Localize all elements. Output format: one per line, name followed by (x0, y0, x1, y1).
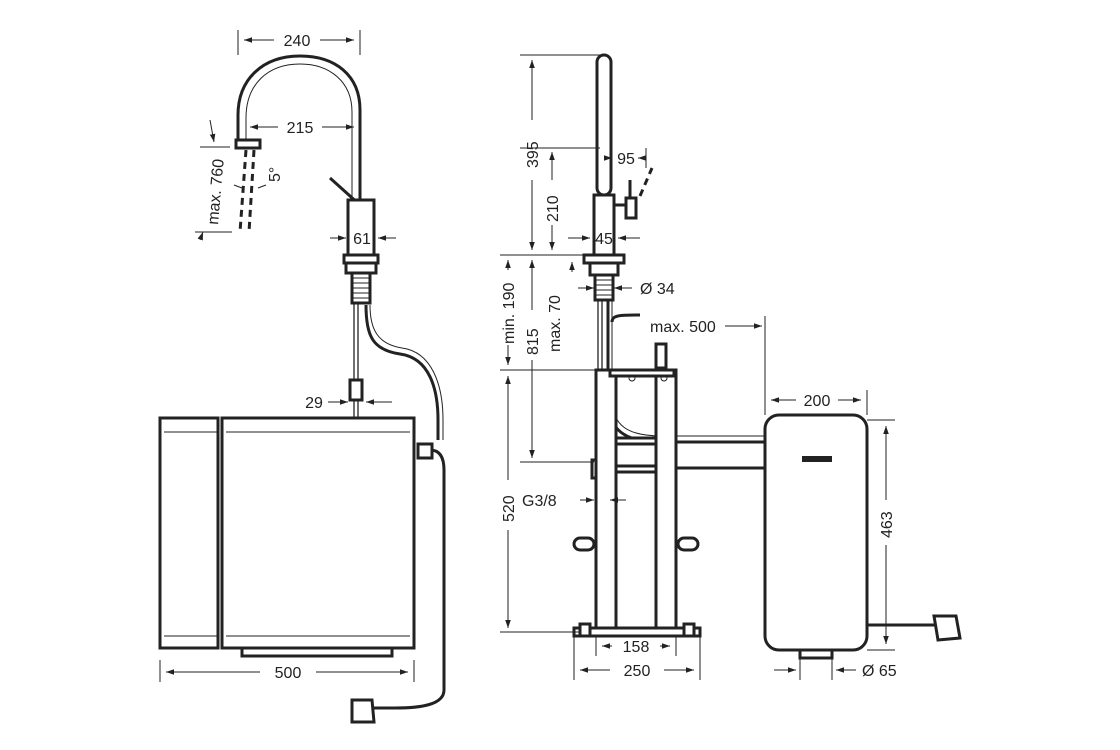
boiler-unit (763, 413, 869, 652)
dim-unit-width: 200 (804, 393, 831, 410)
dim-lever-base: 61 (353, 231, 371, 248)
dim-outlet-diameter: Ø 65 (862, 663, 897, 680)
dim-shank-diameter: Ø 34 (640, 281, 675, 298)
dim-unit-height: 463 (879, 511, 896, 538)
dim-floor-height: 520 (501, 495, 518, 522)
dim-foot-outer: 250 (624, 663, 651, 680)
dim-spout-width: 240 (284, 33, 311, 50)
faucet-body (346, 198, 376, 257)
cabinet-main (220, 416, 416, 650)
supply-hose-2 (364, 304, 440, 440)
stand-cross (614, 436, 658, 446)
spout-gooseneck (236, 54, 362, 238)
stand-right (654, 368, 678, 632)
dim-hose-length: max. 500 (650, 319, 716, 336)
cabinet-feet (240, 646, 394, 658)
dim-lever-reach: 95 (617, 151, 635, 168)
plug-left-icon (350, 698, 376, 724)
stand-foot (572, 626, 702, 638)
dim-spray-length: max. 760 (205, 158, 228, 225)
dim-lever-height: 210 (545, 195, 562, 222)
dim-shank-max: max. 70 (547, 295, 564, 352)
pull-out-spray (238, 149, 248, 233)
shank-side (593, 273, 615, 302)
dim-hose-connector: 29 (305, 395, 323, 412)
front-view-dimensions: 240 215 max. 760 5° 61 29 500 (159, 30, 415, 682)
side-view-dimensions: 395 210 95 45 Ø 34 min. 190 max. 70 815 … (500, 54, 897, 680)
spray-head (234, 138, 262, 150)
stand-top (608, 368, 676, 378)
dim-deck-min: min. 190 (501, 283, 518, 344)
dim-under-deck: 815 (525, 328, 542, 355)
plug-right-icon (932, 614, 962, 642)
dim-base-width: 45 (595, 231, 613, 248)
faucet-side-view (572, 53, 962, 660)
power-cable-left (370, 448, 446, 710)
cabinet-left-panel (158, 416, 220, 650)
dim-angle: 5° (267, 167, 284, 182)
hose-connector (348, 378, 364, 402)
boiler-outlet (798, 648, 834, 660)
dim-foot-inner: 158 (623, 639, 650, 656)
faucet-front-view (158, 54, 446, 724)
dim-tap-height: 395 (525, 141, 542, 168)
dim-spout-reach: 215 (287, 120, 314, 137)
boiler-display (802, 456, 832, 462)
dim-cabinet-width: 500 (275, 665, 302, 682)
spout-side (595, 53, 613, 197)
dim-thread: G3/8 (522, 493, 557, 510)
